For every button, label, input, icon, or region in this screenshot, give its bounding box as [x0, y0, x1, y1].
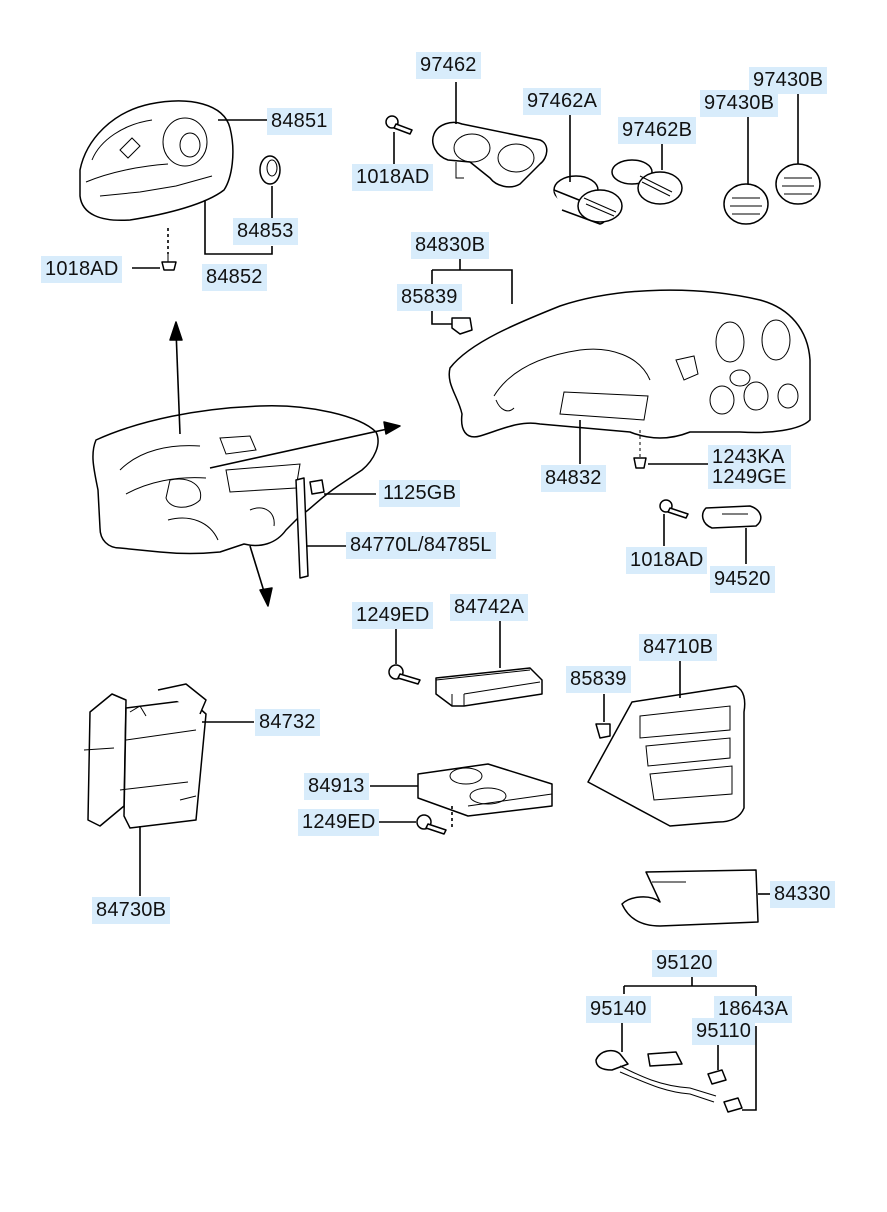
label-1125gb: 1125GB: [379, 480, 461, 507]
tray-84913: [417, 763, 553, 817]
bracket-84770l: [295, 477, 325, 579]
label-84710b: 84710B: [639, 634, 718, 661]
label-18643a: 18643A: [714, 996, 793, 1023]
clip-85839-upper: [451, 317, 473, 335]
label-97462b: 97462B: [618, 117, 697, 144]
label-95110: 95110: [692, 1018, 756, 1045]
center-vent-97462: [432, 121, 548, 188]
screw-1018ad-right: [659, 499, 689, 519]
wiring-harness-95120: [595, 1049, 743, 1113]
screw-1018ad-vent: [385, 115, 413, 135]
label-97430b-lower: 97430B: [700, 90, 779, 117]
screw-1243ka: [633, 430, 647, 469]
label-85839-upper: 85839: [397, 284, 462, 311]
ring-84853: [259, 155, 281, 185]
label-95120: 95120: [652, 950, 717, 977]
label-84330: 84330: [770, 881, 835, 908]
side-vent-97462a: [553, 175, 623, 225]
label-97462a: 97462A: [523, 88, 602, 115]
dashboard-overview: [92, 405, 379, 555]
clip-85839-lower: [595, 723, 611, 739]
screw-1249ed-lower: [416, 814, 447, 835]
label-1018ad-right: 1018AD: [626, 547, 708, 574]
center-bezel-84710b: [587, 685, 746, 827]
label-97430b-top: 97430B: [749, 67, 828, 94]
round-vent-97430b-b: [775, 163, 821, 205]
label-97462: 97462: [416, 52, 481, 79]
label-84730b: 84730B: [92, 897, 171, 924]
label-95140: 95140: [586, 996, 651, 1023]
label-84853: 84853: [233, 218, 298, 245]
label-94520: 94520: [710, 566, 775, 593]
sensor-94520: [701, 505, 762, 529]
housing-84742a: [435, 667, 543, 707]
screw-1249ed-upper: [388, 664, 421, 685]
label-84851: 84851: [267, 108, 332, 135]
side-vent-97462b: [611, 159, 683, 205]
label-1243ka: 1243KA: [712, 446, 785, 468]
label-84832: 84832: [541, 465, 606, 492]
label-84830b: 84830B: [411, 232, 490, 259]
label-84770l-84785l: 84770L/84785L: [346, 532, 496, 559]
label-1249ge: 1249GE: [712, 466, 787, 488]
crash-pad-84830b: [448, 289, 811, 439]
label-1249ed-upper: 1249ED: [352, 602, 434, 629]
round-vent-97430b-a: [723, 183, 769, 225]
steering-column-shroud-84851: [79, 100, 234, 222]
glovebox-84330: [621, 869, 759, 927]
bracket-84730b: [83, 683, 207, 829]
label-1018ad-left: 1018AD: [41, 256, 123, 283]
label-85839-lower: 85839: [566, 666, 631, 693]
label-84732: 84732: [255, 709, 320, 736]
label-1018ad-vent: 1018AD: [352, 164, 434, 191]
label-84913: 84913: [304, 773, 369, 800]
label-84852: 84852: [202, 264, 267, 291]
label-84742a: 84742A: [450, 594, 529, 621]
label-1243ka-1249ge: 1243KA 1249GE: [708, 445, 791, 489]
label-1249ed-lower: 1249ED: [298, 809, 380, 836]
screw-1018ad-left: [161, 254, 177, 271]
